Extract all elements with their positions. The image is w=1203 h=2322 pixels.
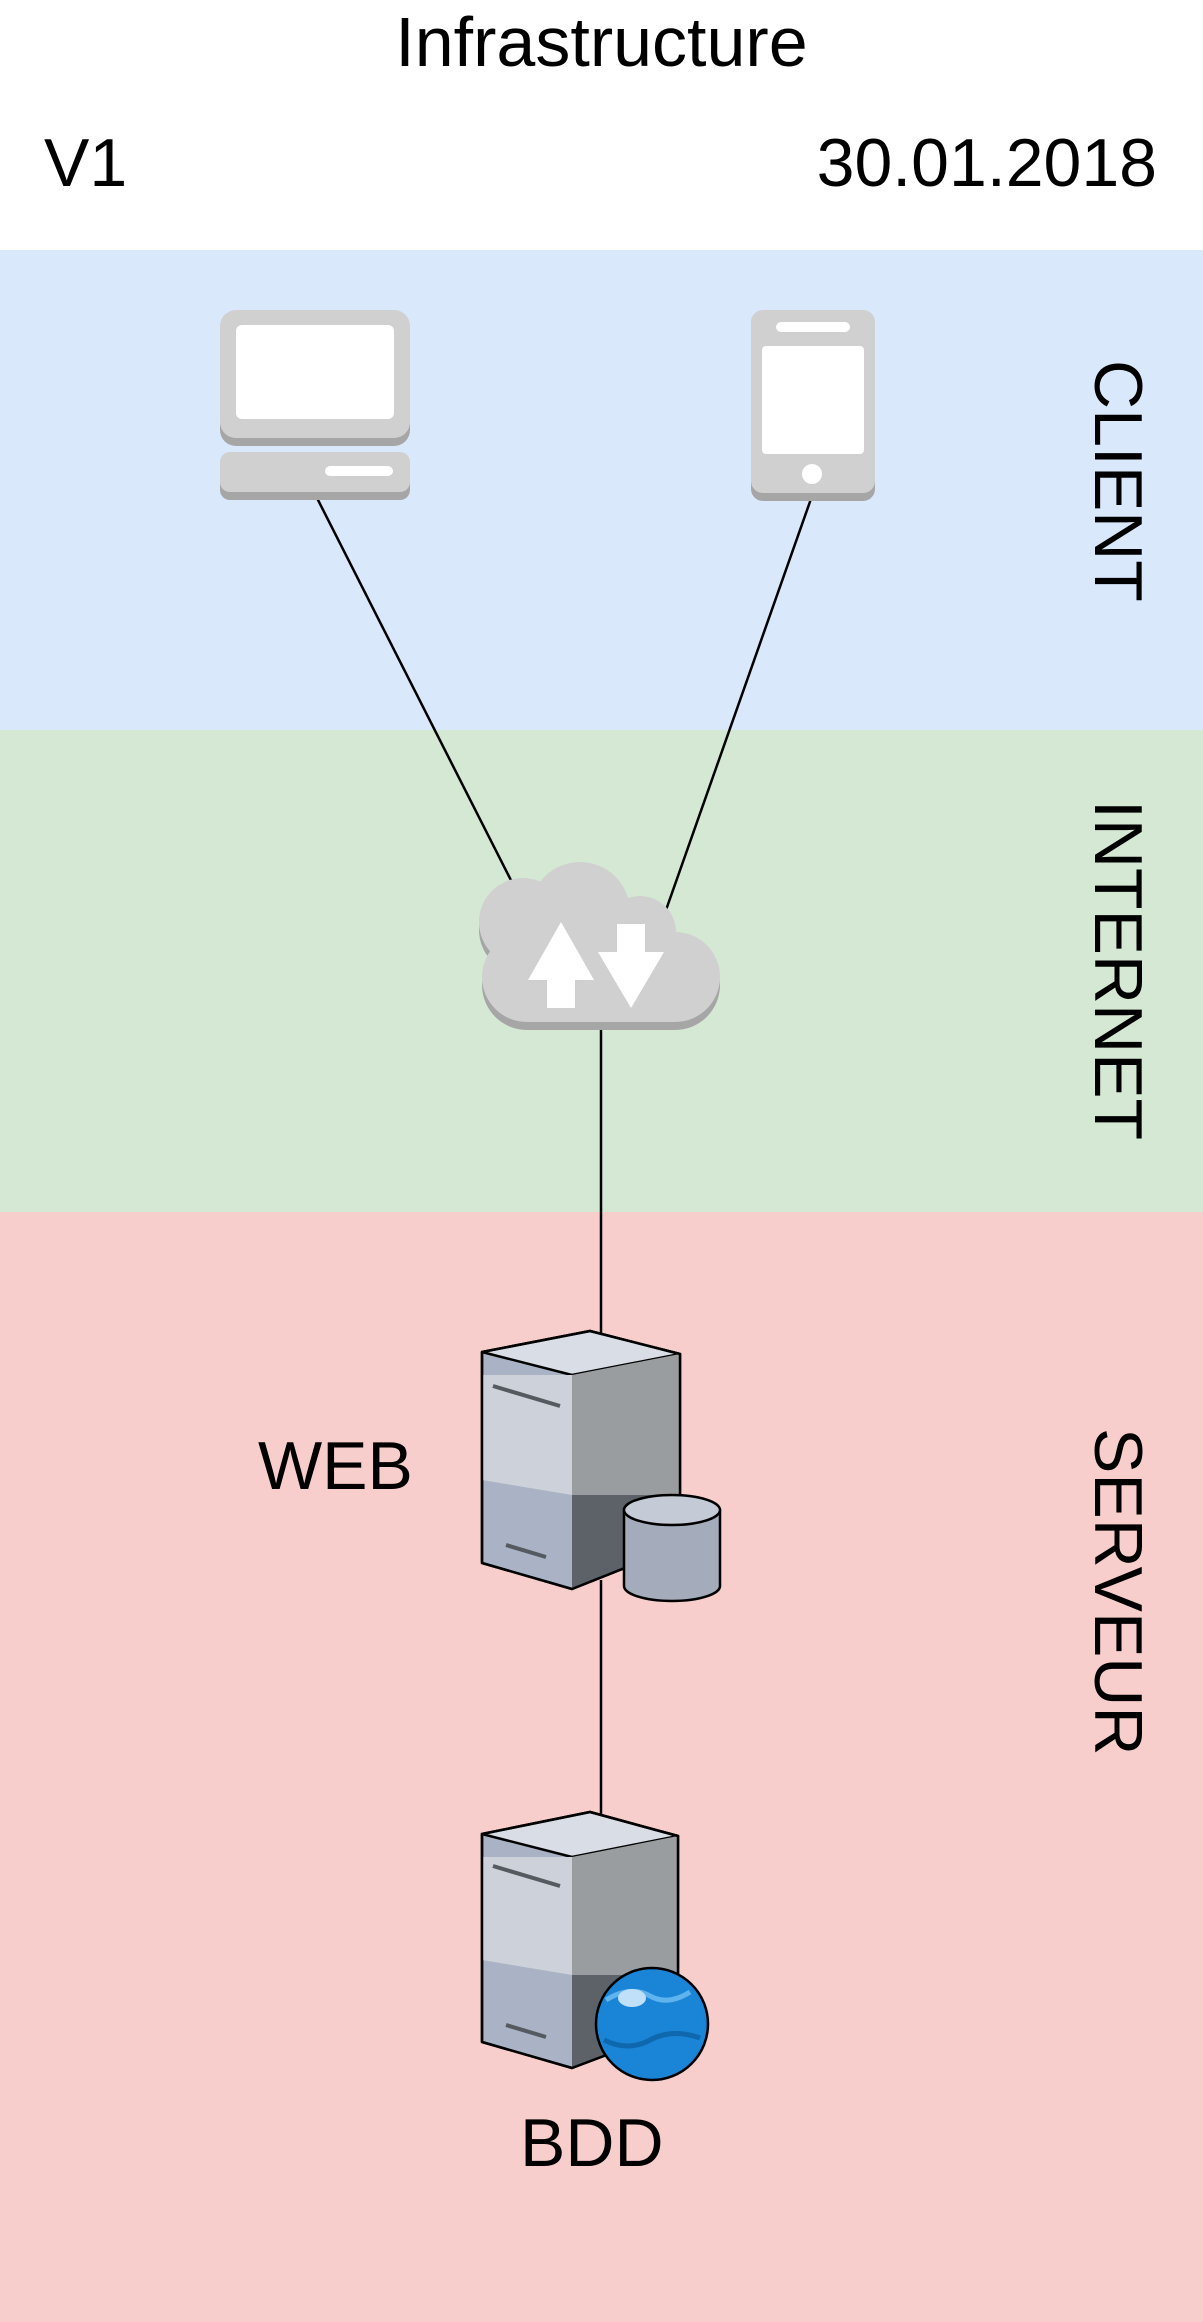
mobile-phone-icon [751,310,875,501]
desktop-computer-icon [220,310,410,500]
database-server-label: BDD [520,2105,664,2181]
database-server-icon [480,1810,710,2082]
web-server-label: WEB [258,1428,413,1504]
phone-to-cloud-connector [664,495,814,911]
globe-icon [594,1966,710,2082]
client-zone [0,250,1203,730]
database-cylinder-icon [622,1493,722,1603]
upload-arrow-icon [528,922,594,1008]
web-server-icon [480,1329,722,1603]
download-arrow-icon [598,924,664,1008]
version-label: V1 [44,125,128,201]
internet-cloud-icon [479,862,720,1030]
diagram-title: Infrastructure [395,3,808,81]
date-label: 30.01.2018 [816,125,1157,201]
desktop-to-cloud-connector [314,495,524,903]
